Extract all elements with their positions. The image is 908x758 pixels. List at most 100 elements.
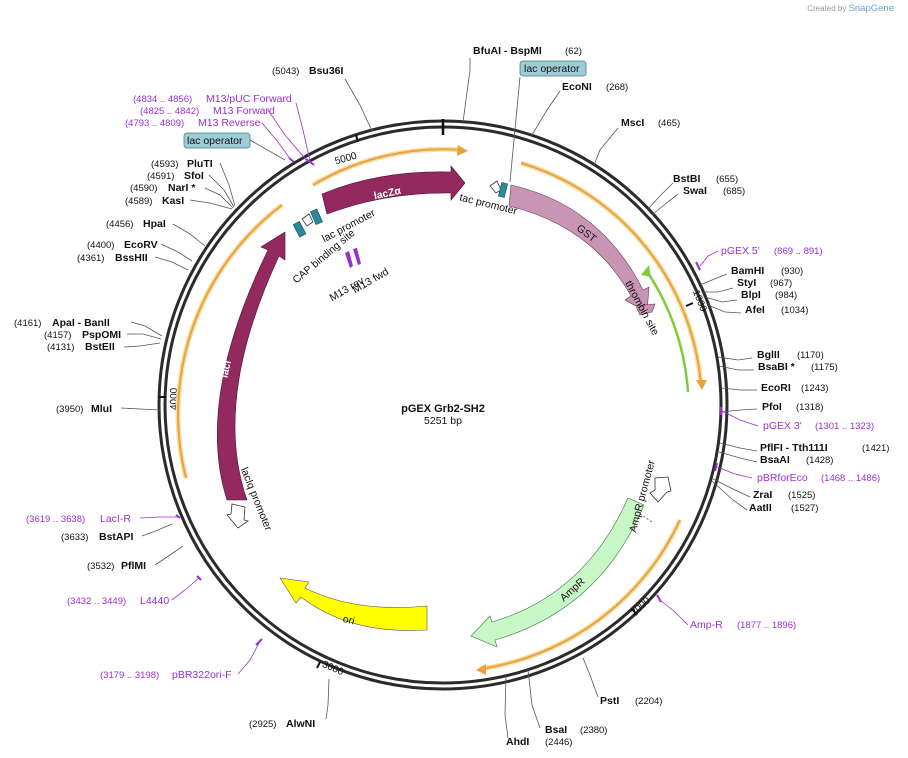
leader-econi — [531, 90, 561, 136]
leader-pluti — [219, 162, 236, 207]
primer-mark-m13fwd — [305, 158, 315, 166]
feature-lac-promoter — [301, 213, 314, 227]
leader-m13puc — [295, 102, 311, 162]
leader-laci-r — [139, 516, 178, 519]
site-ecorv-name: EcoRV — [124, 239, 158, 251]
lac-operator-box-left — [183, 132, 251, 149]
feature-lacza-label: lacZα — [373, 185, 403, 203]
leader-pspomi — [127, 333, 162, 340]
leader-bglii — [717, 356, 753, 361]
leader-bsshii — [154, 256, 189, 271]
site-bsteii-pos: (4131) — [47, 342, 74, 353]
feature-laciq-promoter — [226, 503, 249, 529]
orf-arc-ampr-head — [476, 664, 486, 675]
tick-mark-2000 — [631, 608, 638, 616]
orf-arcs — [175, 145, 707, 675]
site-pflfi-name: PflFI - Tth111I — [760, 442, 828, 454]
site-alwni-pos: (2925) — [249, 719, 276, 730]
tick-mark-3000 — [316, 661, 321, 669]
lac-operator-box-top — [519, 60, 587, 77]
primer-pgex5-name: pGEX 5' — [721, 245, 760, 257]
leader-pflmi — [154, 545, 184, 566]
leader-msci — [593, 127, 619, 166]
tick-label-3000: 3000 — [320, 659, 345, 678]
leader-ecori — [721, 387, 757, 391]
leader-bsabi — [718, 365, 754, 371]
site-afei-pos: (1034) — [781, 305, 808, 316]
site-swai-pos: (685) — [723, 186, 745, 197]
site-ecori-name: EcoRI — [761, 382, 791, 394]
site-swai-name: SwaI — [683, 185, 707, 197]
plasmid-length: 5251 bp — [424, 415, 462, 427]
leader-ahdi — [504, 675, 509, 739]
site-pluti-name: PluTI — [187, 158, 213, 170]
site-bsabi-name: BsaBI * — [758, 361, 796, 373]
site-bglii-pos: (1170) — [797, 350, 824, 361]
feature-lac-operator-left — [292, 221, 307, 238]
leader-bstbi — [647, 182, 674, 210]
primer-leaders — [139, 102, 759, 675]
leader-alwni — [325, 678, 330, 720]
site-pfoi-pos: (1318) — [796, 402, 823, 413]
primer-m13rev-name: M13 Reverse — [198, 117, 261, 129]
site-bamhi-name: BamHI — [731, 265, 764, 277]
site-msci-pos: (465) — [658, 118, 680, 129]
feature-laci — [216, 231, 286, 501]
site-econi-name: EcoNI — [562, 81, 592, 93]
site-labels: BfuAI - BspMI (62) EcoNI (268) MscI (465… — [14, 45, 889, 748]
leader-sfoi — [208, 174, 235, 208]
feature-laci-label: lacI — [219, 359, 234, 379]
site-pflmi-pos: (3532) — [87, 561, 114, 572]
site-ahdi-name: AhdI — [506, 736, 529, 748]
tick-mark-1000 — [685, 302, 694, 307]
site-pfoi-name: PfoI — [762, 401, 782, 413]
lac-operator-left-leader — [249, 139, 286, 161]
site-bsabi-pos: (1175) — [811, 362, 838, 373]
site-kasi-name: KasI — [162, 195, 184, 207]
primer-l4440-pos: (3432 .. 3449) — [67, 596, 126, 607]
leader-pfoi — [721, 408, 758, 413]
site-ecori-pos: (1243) — [801, 383, 828, 394]
site-blpi-name: BlpI — [741, 289, 761, 301]
orf-arc-lacza — [312, 148, 464, 186]
feature-lacza — [321, 165, 466, 215]
leader-ecorv — [160, 243, 193, 262]
site-bsai-pos: (2380) — [580, 725, 607, 736]
primer-mark-laci-r — [175, 514, 181, 519]
leader-l4440 — [171, 577, 200, 601]
leader-pgex3 — [721, 410, 759, 427]
leader-bfuai — [462, 58, 471, 123]
leader-m13fwd — [267, 109, 309, 163]
leader-bsai — [527, 669, 541, 729]
snapgene-brand: SnapGene — [848, 3, 894, 14]
leader-aatii — [711, 480, 748, 511]
leader-psti — [582, 657, 599, 698]
leader-mlui — [120, 407, 161, 411]
orf-arc-lacza-head — [457, 145, 468, 156]
site-ahdi-pos: (2446) — [545, 737, 572, 748]
site-bfuai-pos: (62) — [565, 46, 582, 57]
site-bsaai-pos: (1428) — [806, 455, 833, 466]
thrombin-arc — [644, 269, 690, 393]
leader-pflfi — [719, 442, 758, 452]
primer-ampr-name: Amp-R — [690, 619, 723, 631]
site-pflfi-pos: (1421) — [862, 443, 889, 454]
tick-mark-5000 — [355, 134, 359, 143]
primer-pgex5-pos: (869 .. 891) — [774, 246, 823, 257]
site-bsu36i-name: Bsu36I — [309, 65, 344, 77]
site-pluti-pos: (4593) — [151, 159, 178, 170]
primer-pgex3-pos: (1301 .. 1323) — [815, 421, 874, 432]
leader-swai — [651, 193, 679, 216]
leader-blpi — [704, 296, 738, 303]
site-bsshii-name: BssHII — [115, 252, 148, 264]
site-bsu36i-pos: (5043) — [272, 66, 299, 77]
plasmid-name: pGEX Grb2-SH2 — [401, 403, 485, 415]
site-bstbi-pos: (655) — [716, 174, 738, 185]
tick-label-4000: 4000 — [169, 387, 180, 410]
orf-arc-gst — [520, 162, 702, 386]
orf-arc-gst-halo — [520, 160, 704, 386]
lac-operator-box-top-label: lac operator — [524, 63, 580, 75]
primer-laci-r-pos: (3619 .. 3638) — [26, 514, 85, 525]
feature-ori — [279, 577, 428, 631]
primer-pbr322ori-name: pBR322ori-F — [172, 669, 232, 681]
